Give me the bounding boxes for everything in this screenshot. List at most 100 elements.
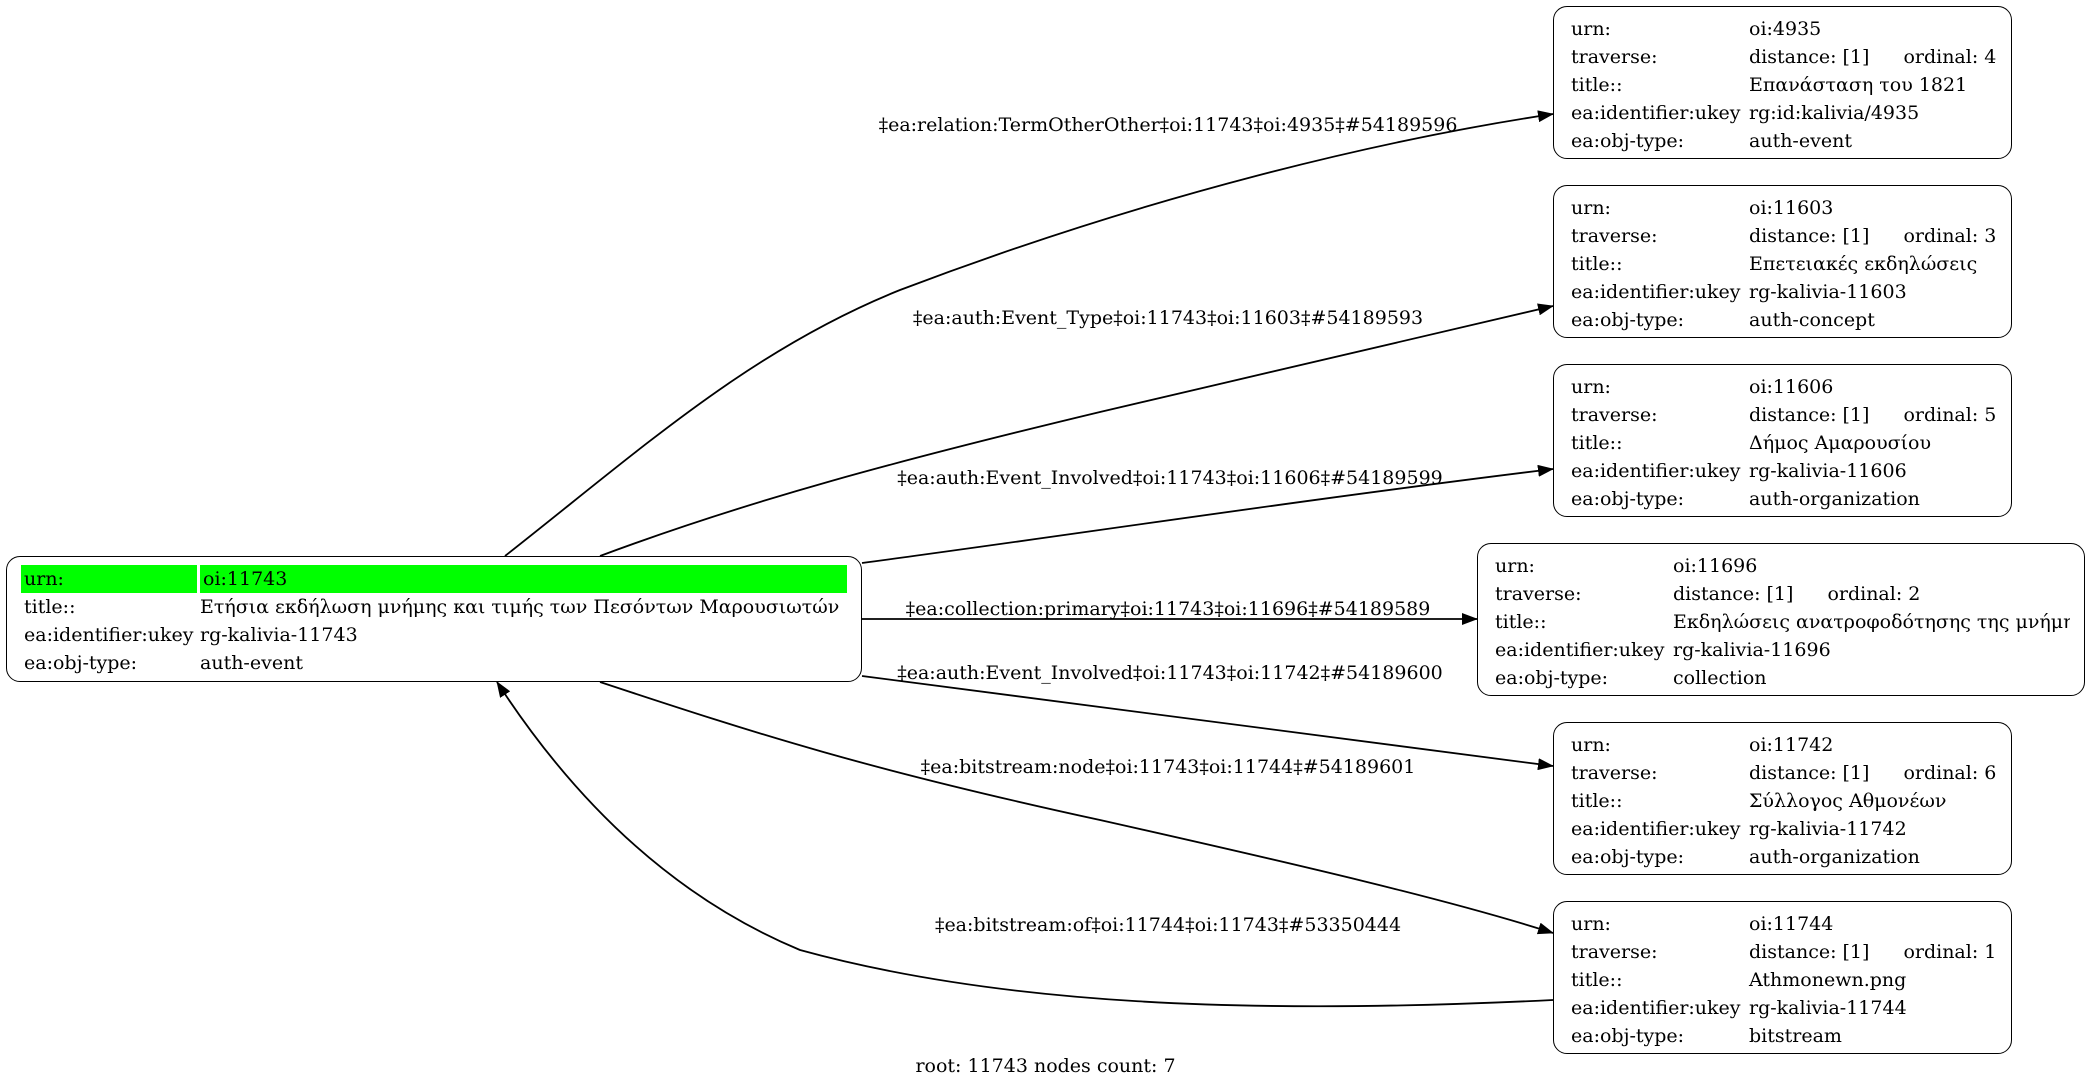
edge-label-4935: ‡ea:relation:TermOtherOther‡oi:11743‡oi:… [879, 114, 1458, 136]
ordinal-value: ordinal: 2 [1827, 583, 1921, 605]
ukey-value: rg-kalivia-11742 [1749, 818, 1907, 840]
edge-line-4935 [504, 110, 1554, 557]
ordinal-value: ordinal: 3 [1903, 225, 1997, 247]
urn-key: urn: [1571, 197, 1611, 219]
title-key: title:: [1571, 432, 1623, 454]
urn-key: urn: [1571, 734, 1611, 756]
title-value: Σύλλογος Αθμονέων [1749, 790, 1947, 812]
traverse-key: traverse: [1571, 46, 1658, 68]
type-value: auth-concept [1749, 309, 1875, 331]
node-11606[interactable]: urn: oi:11606 traverse: distance: [1] ordin… [1553, 364, 2012, 517]
root-type-key: ea:obj-type: [24, 652, 138, 674]
node-4935[interactable]: urn: oi:4935 traverse: distance: [1] ordina… [1553, 6, 2012, 159]
ukey-key: ea:identifier:ukey [1495, 639, 1665, 661]
root-ukey-value: rg-kalivia-11743 [200, 624, 358, 646]
ukey-key: ea:identifier:ukey [1571, 460, 1741, 482]
urn-key: urn: [1495, 555, 1535, 577]
urn-key: urn: [1571, 18, 1611, 40]
edge-label-11603: ‡ea:auth:Event_Type‡oi:11743‡oi:11603‡#5… [913, 307, 1423, 329]
edge-line-11606 [861, 464, 1554, 564]
ukey-value: rg-kalivia-11696 [1673, 639, 1831, 661]
title-value: Επετειακές εκδηλώσεις [1749, 253, 1978, 275]
node-11696[interactable]: urn: oi:11696 traverse: distance: [1] ordin… [1477, 543, 2085, 696]
root-urn-value: oi:11743 [200, 565, 847, 593]
ukey-value: rg:id:kalivia/4935 [1749, 102, 1920, 124]
type-key: ea:obj-type: [1571, 488, 1685, 510]
root-title-row: title::Ετήσια εκδήλωση μνήμης και τιμής … [21, 593, 847, 621]
urn-value: oi:11606 [1749, 376, 1834, 398]
distance-value: distance: [1] [1749, 762, 1870, 784]
ukey-key: ea:identifier:ukey [1571, 997, 1741, 1019]
ordinal-value: ordinal: 5 [1903, 404, 1997, 426]
type-key: ea:obj-type: [1571, 1025, 1685, 1047]
type-key: ea:obj-type: [1571, 846, 1685, 868]
root-type-row: ea:obj-type: auth-event [21, 649, 847, 677]
title-key: title:: [1571, 790, 1623, 812]
title-key: title:: [1571, 253, 1623, 275]
distance-value: distance: [1] [1749, 404, 1870, 426]
edge-line-11744 [599, 681, 1554, 935]
distance-value: distance: [1] [1749, 941, 1870, 963]
title-value: Δήμος Αμαρουσίου [1749, 432, 1932, 454]
type-key: ea:obj-type: [1571, 130, 1685, 152]
graph-footer: root: 11743 nodes count: 7 [915, 1055, 1176, 1077]
ukey-value: rg-kalivia-11606 [1749, 460, 1907, 482]
type-value: auth-event [1749, 130, 1852, 152]
edge-label-11742: ‡ea:auth:Event_Involved‡oi:11743‡oi:1174… [897, 662, 1443, 684]
ukey-value: rg-kalivia-11744 [1749, 997, 1907, 1019]
distance-value: distance: [1] [1749, 225, 1870, 247]
title-value: Επανάσταση του 1821 [1749, 74, 1968, 96]
traverse-key: traverse: [1571, 404, 1658, 426]
root-urn-row: urn:oi:11743 [21, 565, 847, 593]
title-key: title:: [1571, 74, 1623, 96]
type-key: ea:obj-type: [1495, 667, 1609, 689]
root-ukey-key: ea:identifier:ukey [24, 624, 194, 646]
type-key: ea:obj-type: [1571, 309, 1685, 331]
urn-value: oi:11744 [1749, 913, 1834, 935]
traverse-key: traverse: [1571, 225, 1658, 247]
urn-value: oi:4935 [1749, 18, 1822, 40]
edge-line-11603 [599, 303, 1554, 557]
root-type-value: auth-event [200, 652, 303, 674]
title-key: title:: [1495, 611, 1547, 633]
type-value: auth-organization [1749, 488, 1920, 510]
edge-line-11742 [861, 675, 1554, 771]
root-ukey-row: ea:identifier:ukey rg-kalivia-11743 [21, 621, 847, 649]
traverse-key: traverse: [1571, 941, 1658, 963]
traverse-key: traverse: [1571, 762, 1658, 784]
ordinal-value: ordinal: 1 [1903, 941, 1997, 963]
ukey-value: rg-kalivia-11603 [1749, 281, 1907, 303]
root-node[interactable]: urn:oi:11743 title::Ετήσια εκδήλωση μνήμ… [6, 556, 862, 682]
edge-line-bitstream-of [496, 681, 1554, 1008]
ukey-key: ea:identifier:ukey [1571, 102, 1741, 124]
ukey-key: ea:identifier:ukey [1571, 818, 1741, 840]
urn-value: oi:11603 [1749, 197, 1834, 219]
node-11744[interactable]: urn: oi:11744 traverse: distance: [1] ordin… [1553, 901, 2012, 1054]
type-value: bitstream [1749, 1025, 1842, 1047]
urn-key: urn: [1571, 376, 1611, 398]
edge-label-bitstream-of: ‡ea:bitstream:of‡oi:11744‡oi:11743‡#5335… [935, 914, 1401, 936]
title-key: title:: [1571, 969, 1623, 991]
urn-value: oi:11742 [1749, 734, 1834, 756]
root-urn-key: urn: [21, 565, 197, 593]
edge-label-11744: ‡ea:bitstream:node‡oi:11743‡oi:11744‡#54… [921, 756, 1416, 778]
edge-label-11606: ‡ea:auth:Event_Involved‡oi:11743‡oi:1160… [897, 467, 1443, 489]
title-value: Athmonewn.png [1749, 969, 1907, 991]
urn-key: urn: [1571, 913, 1611, 935]
edge-label-11696: ‡ea:collection:primary‡oi:11743‡oi:11696… [906, 598, 1431, 620]
ordinal-value: ordinal: 6 [1903, 762, 1997, 784]
node-11603[interactable]: urn: oi:11603 traverse: distance: [1] ordin… [1553, 185, 2012, 338]
urn-value: oi:11696 [1673, 555, 1758, 577]
ukey-key: ea:identifier:ukey [1571, 281, 1741, 303]
traverse-key: traverse: [1495, 583, 1582, 605]
ordinal-value: ordinal: 4 [1903, 46, 1997, 68]
root-title-value: Ετήσια εκδήλωση μνήμης και τιμής των Πεσ… [200, 596, 847, 618]
distance-value: distance: [1] [1749, 46, 1870, 68]
type-value: collection [1673, 667, 1767, 689]
root-title-key: title:: [24, 596, 76, 618]
title-value: Εκδηλώσεις ανατροφοδότησης της μνήμης [1673, 611, 2070, 633]
node-11742[interactable]: urn: oi:11742 traverse: distance: [1] ordin… [1553, 722, 2012, 875]
type-value: auth-organization [1749, 846, 1920, 868]
distance-value: distance: [1] [1673, 583, 1794, 605]
